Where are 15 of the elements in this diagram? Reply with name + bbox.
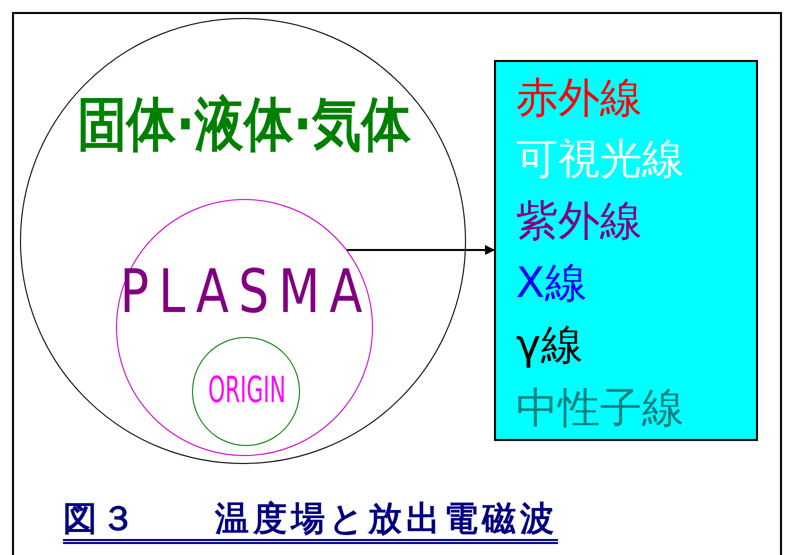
circle [192,337,300,446]
list-item: 中性子線 [516,384,684,432]
circle-label: 固体·液体·気体 [77,91,411,158]
list-item: γ線 [516,321,583,370]
circle-label: PLASMA [120,258,372,327]
list-item: 赤外線 [516,74,642,122]
list-item: X線 [516,259,587,308]
circle-label: ORIGIN [208,370,286,412]
circle [20,18,466,464]
arrow [346,245,495,255]
list-box [494,60,758,441]
list-item: 紫外線 [516,197,642,246]
list-item: 可視光線 [516,135,684,184]
figure-caption: 図３ 温度場と放出電磁波 [63,500,558,544]
circle [116,199,373,456]
